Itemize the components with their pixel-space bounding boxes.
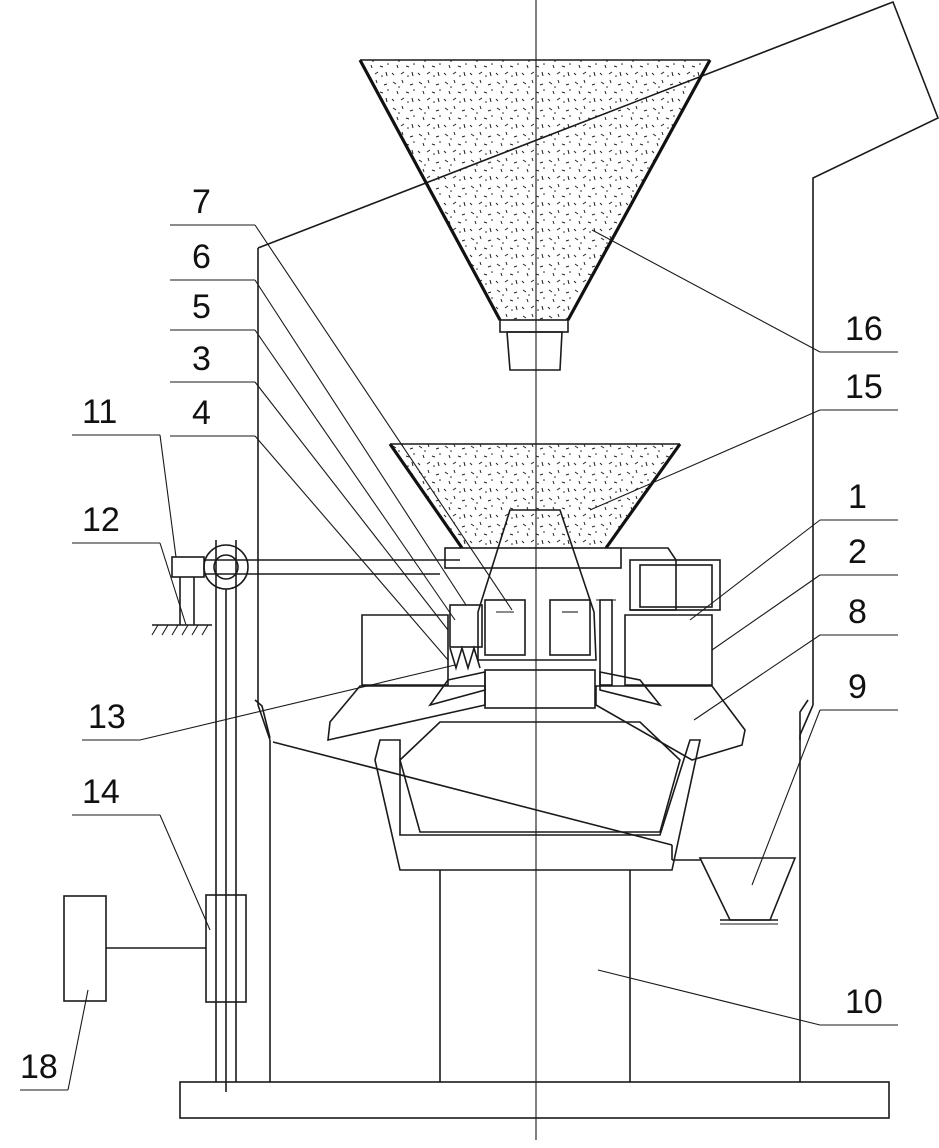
controller-box bbox=[64, 896, 106, 1001]
callout-16: 16 bbox=[845, 310, 883, 348]
callout-6: 6 bbox=[192, 238, 211, 276]
callout-1: 1 bbox=[848, 478, 867, 516]
callout-14: 14 bbox=[82, 773, 120, 811]
crushing-chamber bbox=[375, 740, 700, 870]
fixed-cone-right bbox=[625, 615, 712, 685]
callout-7: 7 bbox=[192, 183, 211, 221]
support-legs bbox=[440, 870, 630, 1082]
callout-2: 2 bbox=[848, 533, 867, 571]
inner-liner-right bbox=[600, 672, 660, 705]
callout-labels: 7 6 5 3 4 11 12 13 14 18 16 15 1 2 8 9 1… bbox=[20, 183, 883, 1086]
bowl-outlet bbox=[485, 670, 595, 708]
callout-15: 15 bbox=[845, 368, 883, 406]
crushing-chamber-inner bbox=[400, 722, 680, 832]
callout-11: 11 bbox=[82, 393, 117, 431]
discharge-chute bbox=[273, 742, 672, 845]
callout-13: 13 bbox=[88, 698, 126, 736]
base-plate bbox=[180, 1082, 889, 1118]
adjusting-bolt bbox=[596, 600, 616, 685]
top-hopper bbox=[360, 60, 710, 370]
callout-18: 18 bbox=[20, 1048, 58, 1086]
lever-mechanism bbox=[172, 540, 460, 1092]
cone-window-left bbox=[485, 600, 525, 655]
callout-10: 10 bbox=[845, 983, 883, 1021]
inner-liner bbox=[430, 672, 485, 705]
callout-9: 9 bbox=[848, 668, 867, 706]
cone-window-right bbox=[550, 600, 590, 655]
callout-5: 5 bbox=[192, 288, 211, 326]
callout-3: 3 bbox=[192, 340, 211, 378]
callout-8: 8 bbox=[848, 593, 867, 631]
bowl-body bbox=[328, 686, 485, 740]
ground-symbol bbox=[152, 625, 212, 635]
callout-12: 12 bbox=[82, 501, 120, 539]
feed-hopper bbox=[390, 444, 680, 548]
fixed-cone-left bbox=[362, 615, 448, 685]
callout-4: 4 bbox=[192, 394, 211, 432]
bowl-body-right bbox=[596, 686, 745, 760]
collecting-bin bbox=[700, 858, 795, 924]
